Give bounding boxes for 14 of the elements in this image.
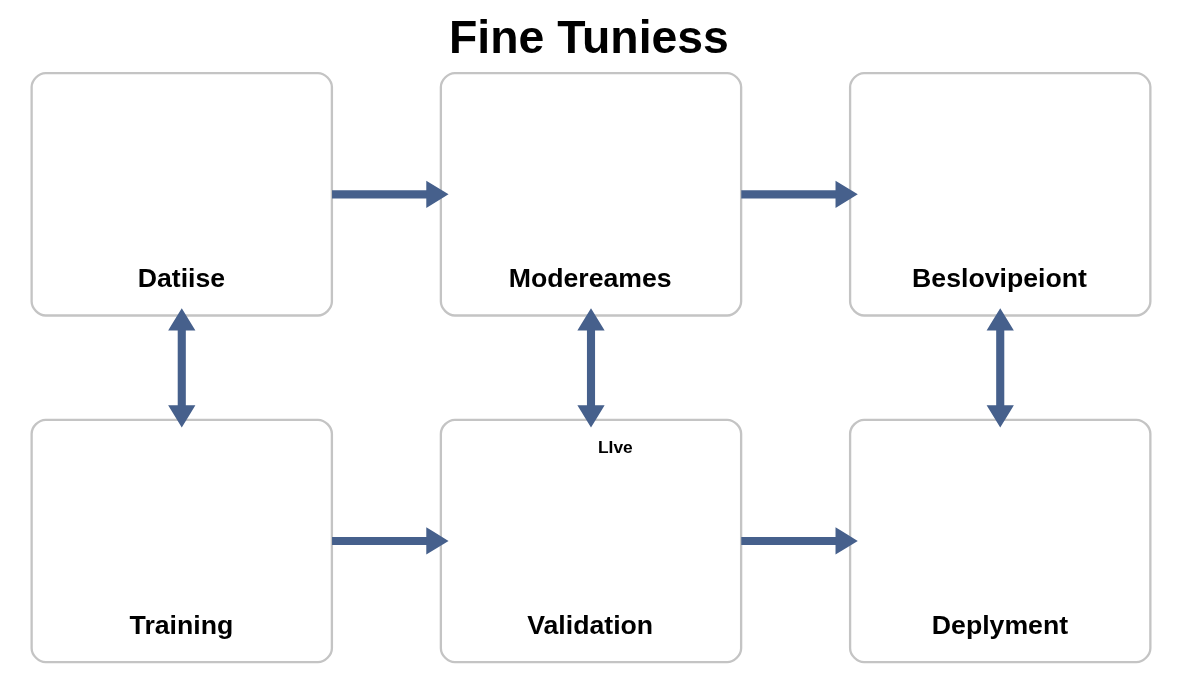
arrow	[986, 308, 1014, 428]
arrow	[167, 308, 195, 428]
node-box: Datiise	[30, 72, 333, 317]
arrow	[740, 180, 858, 208]
arrow	[331, 527, 449, 555]
diagram-title: Fine Tuniess	[448, 11, 729, 64]
arrow	[740, 527, 858, 555]
node-box: Modereames	[439, 72, 742, 317]
node-box: Beslovipeiont	[848, 72, 1151, 317]
arrow	[331, 180, 449, 208]
node-box: LIve Validation	[439, 418, 742, 664]
arrow	[576, 308, 605, 428]
node-box: Deplyment	[848, 418, 1151, 664]
node-box: Training	[30, 418, 333, 664]
